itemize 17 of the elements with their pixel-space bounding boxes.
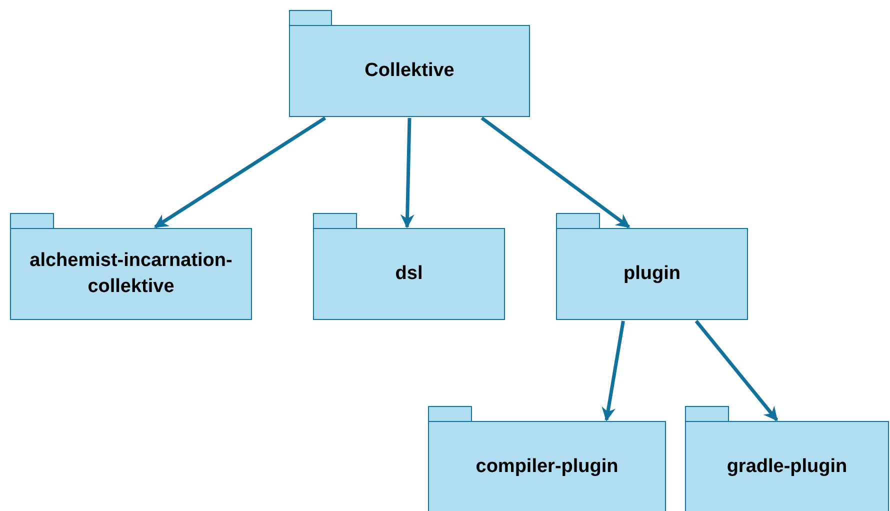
package-label: Collektive xyxy=(364,59,454,84)
arrow xyxy=(602,320,625,422)
package-label: gradle-plugin xyxy=(726,455,848,480)
package-box xyxy=(313,213,505,320)
package-box xyxy=(556,213,748,320)
arrow xyxy=(694,320,778,422)
arrow xyxy=(480,116,630,228)
package-box xyxy=(10,213,252,320)
package-box xyxy=(289,10,530,117)
package-box xyxy=(428,406,666,511)
package-box xyxy=(685,406,889,511)
package-label: dsl xyxy=(395,262,423,286)
package-label: alchemist-incarnation-collektive xyxy=(28,249,234,299)
arrow xyxy=(154,116,326,228)
package-label: compiler-plugin xyxy=(476,455,618,480)
arrow xyxy=(400,118,414,228)
package-label: plugin xyxy=(624,262,680,286)
